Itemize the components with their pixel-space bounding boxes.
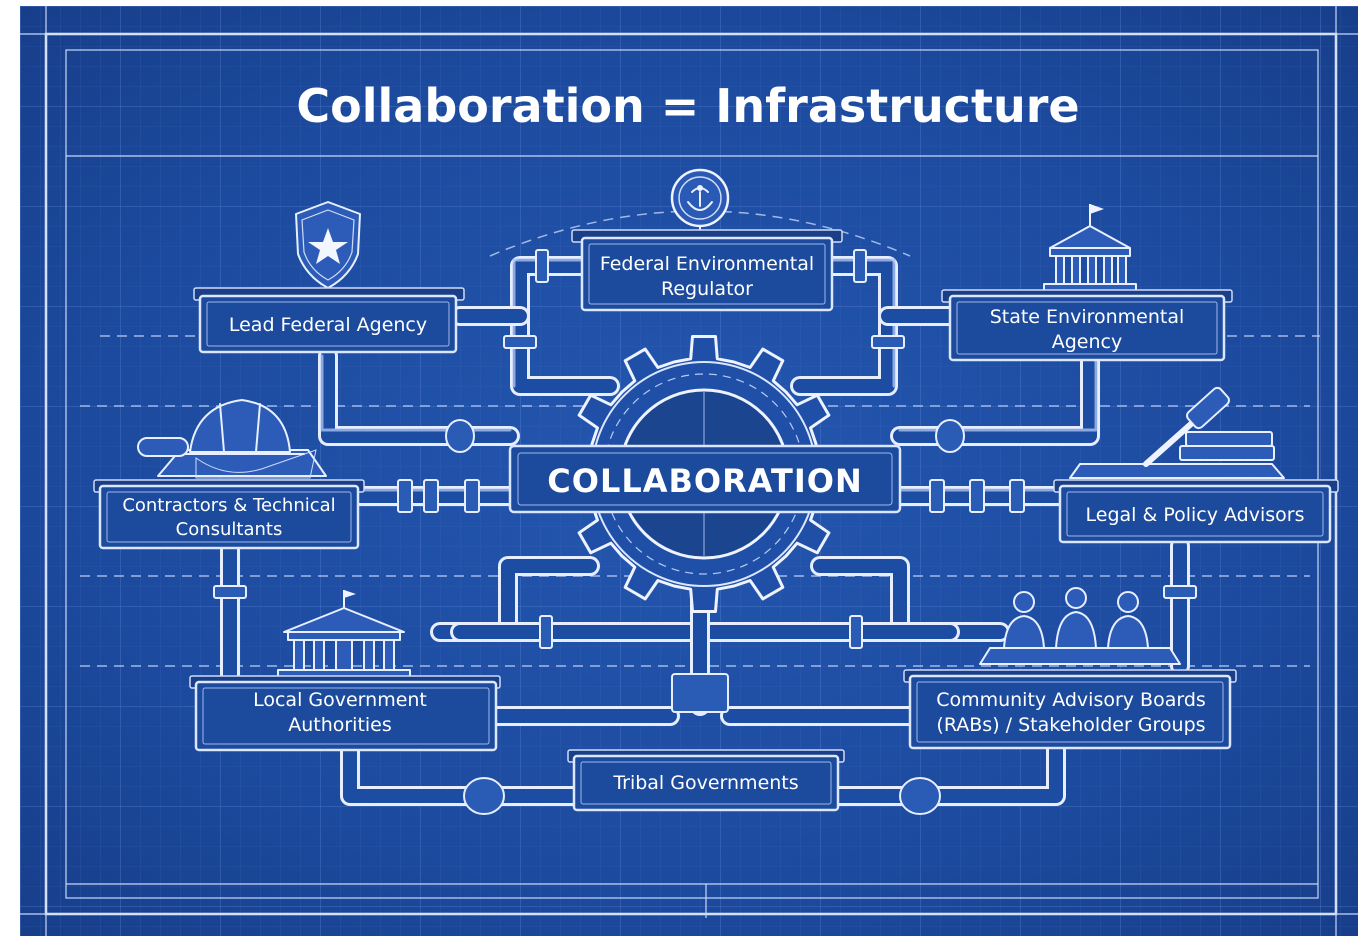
- node-label-line-1: Contractors & Technical: [122, 495, 335, 516]
- blueprint-frame: [20, 6, 1358, 936]
- gavel-icon: [1069, 386, 1285, 479]
- hub-label: COLLABORATION: [547, 462, 862, 500]
- capitol-building-icon: [1043, 204, 1137, 293]
- node-label-line-1: Local Government: [253, 689, 427, 711]
- node-label-line-2: Agency: [1052, 331, 1122, 353]
- node-community: Community Advisory Boards (RABs) / Stake…: [903, 587, 1237, 750]
- leaf-emblem-icon: [670, 168, 730, 238]
- node-label-line-1: Federal Environmental: [600, 253, 814, 275]
- pipe-fittings: [213, 249, 1197, 815]
- node-federal-regulator: Federal Environmental Regulator: [571, 168, 843, 312]
- node-label-line-2: (RABs) / Stakeholder Groups: [936, 714, 1205, 736]
- node-label-line-2: Consultants: [176, 519, 283, 540]
- node-legal: Legal & Policy Advisors: [1053, 386, 1339, 544]
- diagram-title: Collaboration = Infrastructure: [296, 79, 1079, 133]
- town-hall-icon: [277, 590, 411, 679]
- people-meeting-icon: [979, 587, 1181, 665]
- node-lead-federal-agency: Lead Federal Agency: [193, 201, 465, 354]
- node-label-line-1: Legal & Policy Advisors: [1086, 504, 1305, 526]
- node-tribal: Tribal Governments: [567, 749, 845, 812]
- node-label-line-1: Tribal Governments: [612, 772, 798, 794]
- node-label-line-1: Community Advisory Boards: [936, 689, 1206, 711]
- node-contractors: Contractors & Technical Consultants: [93, 399, 365, 550]
- node-local-government: Local Government Authorities: [189, 590, 501, 752]
- hard-hat-icon: [137, 399, 327, 479]
- node-label-line-1: State Environmental: [990, 306, 1185, 328]
- node-label-line-2: Authorities: [288, 714, 392, 736]
- node-state-agency: State Environmental Agency: [941, 204, 1233, 362]
- node-label-line-1: Lead Federal Agency: [229, 314, 427, 336]
- node-label-line-2: Regulator: [661, 278, 753, 300]
- blueprint-canvas: Collaboration = Infrastructure: [20, 6, 1358, 936]
- hub-node: COLLABORATION: [508, 444, 902, 514]
